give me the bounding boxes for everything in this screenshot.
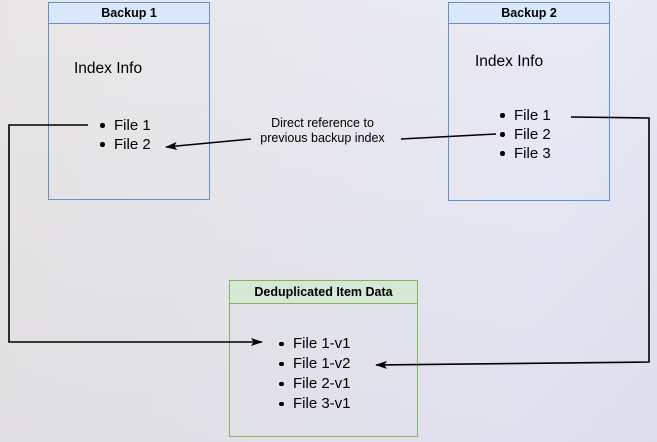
dedup-title: Deduplicated Item Data [230, 281, 417, 304]
list-item: File 2 [99, 135, 151, 154]
annotation-line2: previous backup index [260, 130, 385, 145]
dedup-item-list: File 1-v1 File 1-v2 File 2-v1 File 3-v1 [278, 334, 351, 414]
backup2-title: Backup 2 [449, 3, 609, 24]
backup2-file-list: File 1 File 2 File 3 [499, 106, 551, 163]
list-item: File 3-v1 [278, 394, 351, 414]
list-item: File 2-v1 [278, 374, 351, 394]
list-item: File 1-v1 [278, 334, 351, 354]
list-item: File 1-v2 [278, 354, 351, 374]
list-item: File 2 [499, 125, 551, 144]
list-item: File 1 [99, 116, 151, 135]
backup1-index-info-label: Index Info [74, 60, 143, 77]
deduplicated-item-data-box: Deduplicated Item Data File 1-v1 File 1-… [229, 280, 418, 437]
backup2-box: Backup 2 Index Info File 1 File 2 File 3 [448, 2, 610, 201]
list-item: File 1 [499, 106, 551, 125]
backup1-box: Backup 1 Index Info File 1 File 2 [48, 2, 210, 200]
backup1-title: Backup 1 [49, 3, 209, 24]
annotation-line1: Direct reference to [271, 116, 374, 130]
list-item: File 3 [499, 144, 551, 163]
backup1-file-list: File 1 File 2 [99, 116, 151, 154]
backup2-index-info-label: Index Info [475, 53, 544, 70]
annotation-label: Direct reference to previous backup inde… [242, 116, 403, 145]
